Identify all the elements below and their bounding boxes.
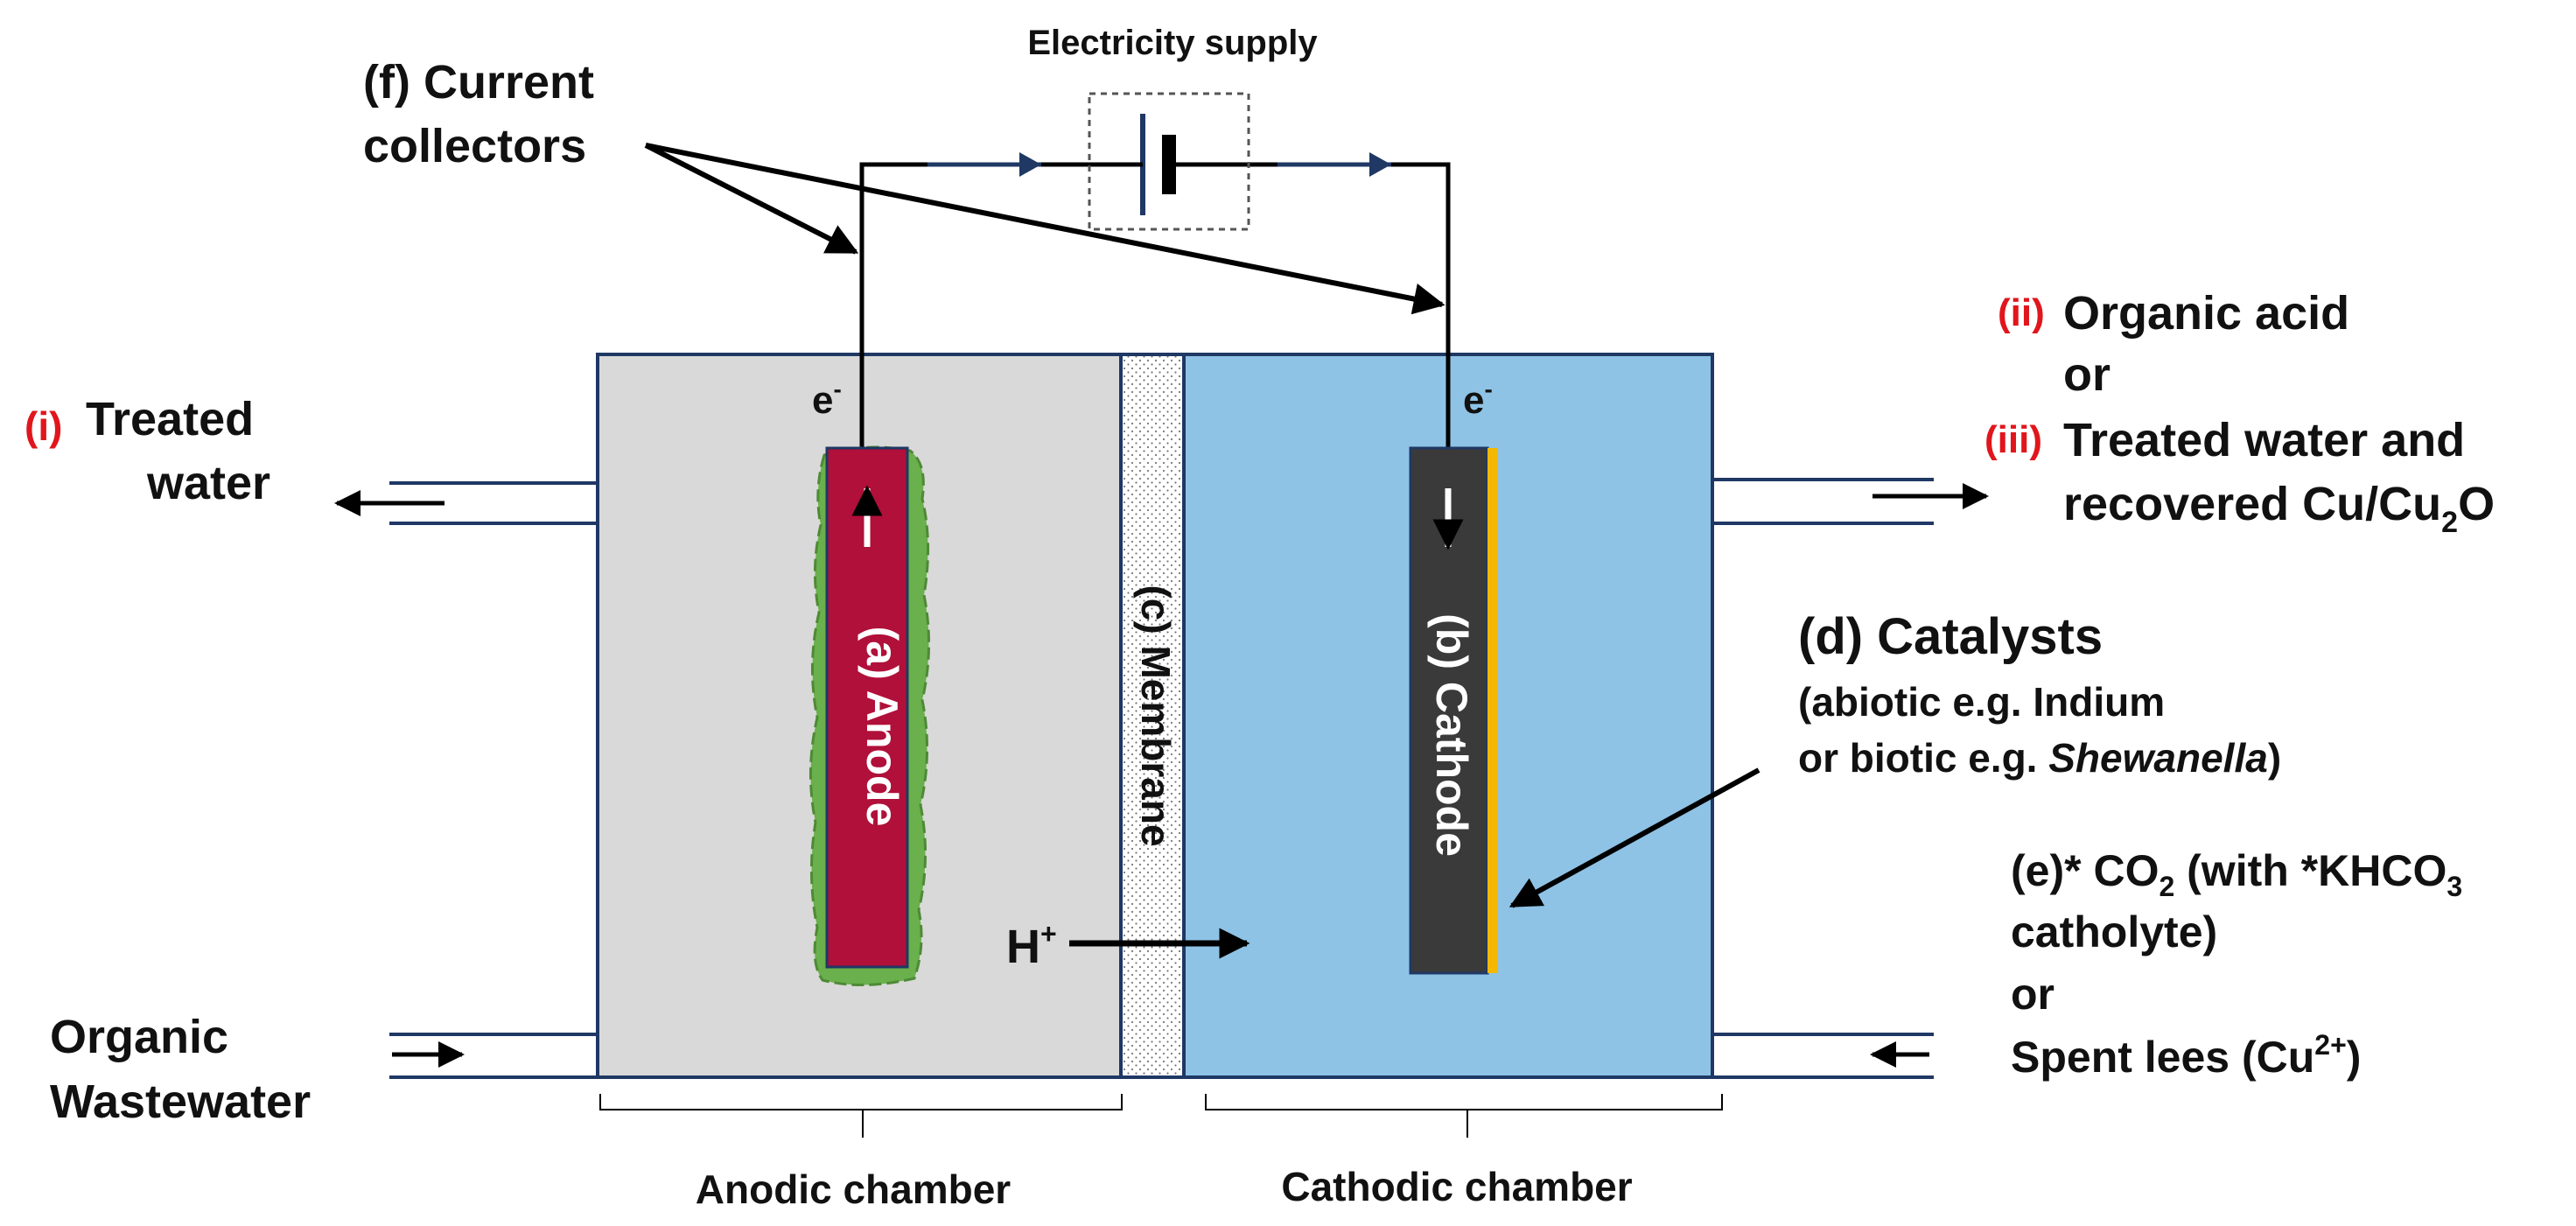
collector-pointer-cathode — [645, 143, 1446, 315]
output-or-label: or — [2063, 348, 2110, 401]
catalysts-line-2: or biotic e.g. Shewanella) — [1798, 735, 2281, 781]
cathodic-chamber-label: Cathodic chamber — [1281, 1164, 1632, 1209]
catalysts-line-1: (abiotic e.g. Indium — [1798, 679, 2165, 725]
proton-label: H+ — [1006, 918, 1057, 973]
outlet-pipe-left — [389, 481, 598, 525]
membrane — [1119, 353, 1186, 1079]
treated-water-marker: (i) — [24, 403, 62, 449]
catalyst-layer — [1488, 448, 1498, 973]
input-e-label-2: catholyte) — [2011, 907, 2217, 956]
inlet-pipe-right — [1712, 1033, 1934, 1079]
output-ii-label: Organic acid — [2063, 287, 2349, 340]
cathodic-chamber-brace — [1205, 1094, 1723, 1138]
output-iii-marker: (iii) — [1984, 418, 2042, 461]
input-e-label: (e)* CO2 (with *KHCO3 — [2011, 846, 2462, 902]
organic-wastewater-label-2: Wastewater — [50, 1075, 311, 1128]
output-iii-label-1: Treated water and — [2063, 414, 2465, 466]
input-or-label: or — [2011, 970, 2054, 1019]
spent-lees-label: Spent lees (Cu2+) — [2011, 1029, 2361, 1082]
outlet-pipe-right — [1712, 478, 1934, 525]
current-collectors-label-1: (f) Current — [363, 56, 594, 109]
current-arrow-left-head — [1019, 152, 1041, 177]
output-iii-label-2: recovered Cu/Cu2O — [2063, 478, 2495, 539]
inlet-pipe-left — [389, 1033, 598, 1079]
current-collectors-label-2: collectors — [363, 120, 586, 172]
anodic-chamber-brace — [599, 1094, 1123, 1138]
output-ii-marker: (ii) — [1998, 291, 2045, 334]
treated-water-label-2: water — [146, 457, 270, 509]
power-supply-box — [1088, 92, 1250, 231]
anodic-chamber-label: Anodic chamber — [696, 1166, 1012, 1212]
electron-label-left: e- — [812, 375, 842, 422]
electron-label-right: e- — [1463, 375, 1493, 422]
current-arrow-right-head — [1369, 152, 1391, 177]
catalyst-pointer — [1508, 767, 1760, 908]
cathode-wire — [1177, 162, 1451, 448]
electricity-supply-label: Electricity supply — [1027, 24, 1318, 62]
catalysts-title: (d) Catalysts — [1798, 608, 2103, 665]
collector-pointer-anode — [644, 143, 859, 255]
organic-wastewater-label-1: Organic — [50, 1011, 228, 1063]
treated-water-label-1: Treated — [86, 393, 254, 445]
anode-label: (a) Anode — [858, 627, 906, 827]
cathode-label: (b) Cathode — [1427, 613, 1476, 857]
membrane-label: (c) Membrane — [1133, 585, 1179, 846]
